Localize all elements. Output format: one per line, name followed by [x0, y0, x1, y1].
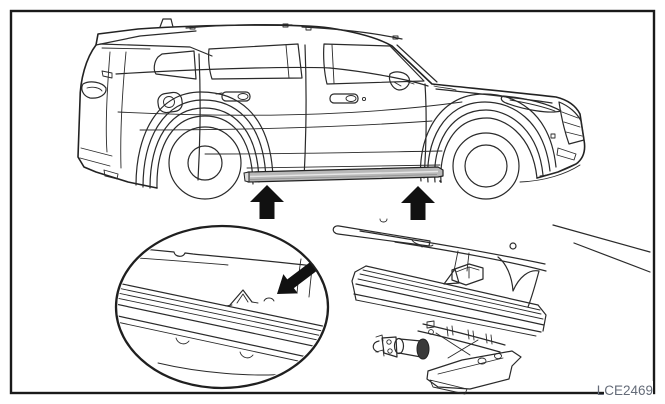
jack-point-arrow-left [250, 185, 284, 219]
roof-rails [185, 23, 403, 40]
door-seam-middle [303, 44, 307, 180]
jack-point-notch [225, 289, 275, 307]
front-bumper [519, 133, 581, 183]
rear-wheel [168, 126, 242, 200]
vehicle-side-view [77, 18, 586, 200]
figure-border [9, 9, 656, 395]
side-mirror [388, 71, 415, 91]
headlight [500, 95, 562, 113]
jack-placement-detail [332, 218, 651, 395]
front-grille [558, 101, 585, 145]
rear-spoiler [95, 30, 213, 57]
roof-antenna-fin [159, 18, 174, 28]
front-door-handle [329, 93, 367, 104]
tail-lamp [81, 81, 107, 99]
rear-door-handle [215, 91, 251, 102]
jack-point-arrow-right [401, 186, 435, 220]
scissor-jack [372, 320, 522, 395]
side-sill-strip [243, 166, 444, 183]
sill-inset-magnifier [114, 224, 330, 390]
rear-wiper-nub [101, 70, 113, 79]
front-wheel [452, 132, 520, 200]
figure-code-label: LCE2469 [597, 383, 653, 398]
sill-detail-board [351, 265, 547, 337]
inset-pointer-arrow [277, 262, 317, 294]
fuel-door [157, 91, 183, 114]
jack-point-bracket [443, 263, 484, 286]
door-seam-rear [197, 53, 201, 181]
label-backing [604, 381, 653, 398]
